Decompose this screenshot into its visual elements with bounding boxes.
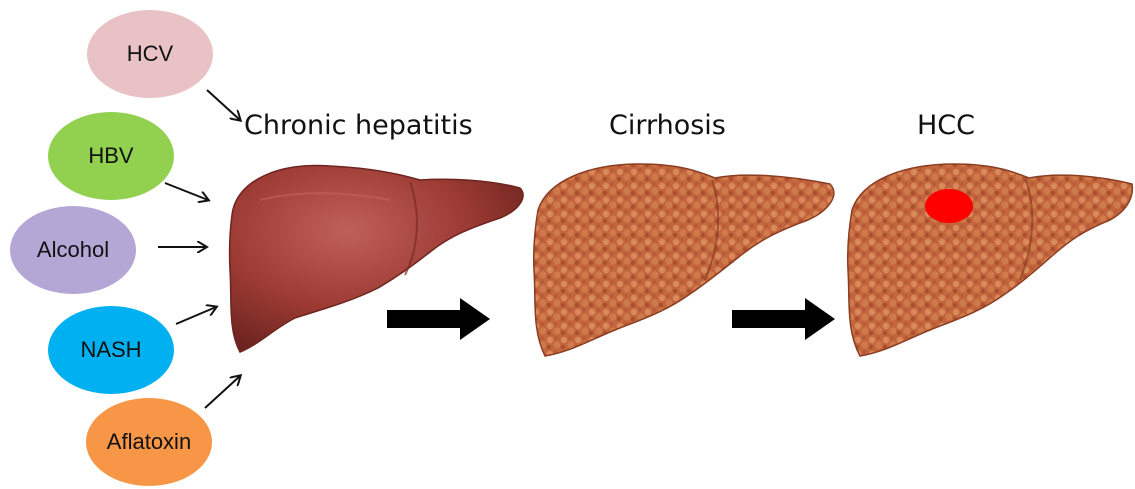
arrow-icon: [176, 307, 216, 324]
thick-arrow-icon: [732, 298, 835, 340]
arrow-icon: [165, 183, 208, 200]
arrow-icon: [207, 90, 240, 120]
tumor-marker: [925, 189, 973, 223]
liver-hcc: [848, 164, 1133, 356]
arrow-icon: [205, 376, 240, 408]
thick-arrow-icon: [387, 298, 490, 340]
